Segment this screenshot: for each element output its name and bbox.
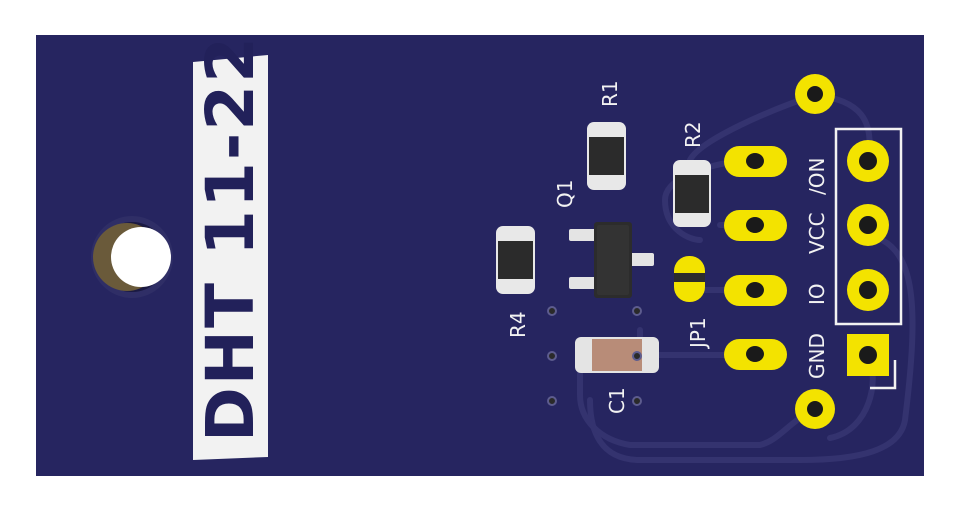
label-r2: R2: [681, 121, 705, 148]
header-outline: [834, 127, 903, 390]
label-r4: R4: [506, 311, 530, 338]
resistor-r2: R2: [673, 121, 711, 227]
label-q1: Q1: [553, 180, 577, 208]
transistor-q1: Q1: [553, 180, 654, 298]
label-c1: C1: [605, 387, 629, 414]
pin-label-io: IO: [805, 283, 829, 305]
mounting-hole: [91, 216, 173, 298]
large-vias: [795, 74, 835, 429]
pad-column-left: [724, 146, 787, 370]
resistor-r1: R1: [587, 80, 626, 190]
vias: [547, 306, 642, 406]
label-r1: R1: [598, 80, 622, 107]
jumper-jp1: JP1: [674, 256, 710, 350]
pin-label-vcc: VCC: [805, 212, 829, 254]
title-banner: DHT 11-22: [192, 35, 269, 460]
header-pins: [847, 140, 889, 376]
resistor-r4: R4: [496, 226, 535, 338]
pin-label-gnd: GND: [805, 333, 829, 379]
pin-label-on: /ON: [805, 158, 829, 195]
label-jp1: JP1: [686, 317, 710, 350]
board-title: DHT 11-22: [192, 35, 269, 442]
